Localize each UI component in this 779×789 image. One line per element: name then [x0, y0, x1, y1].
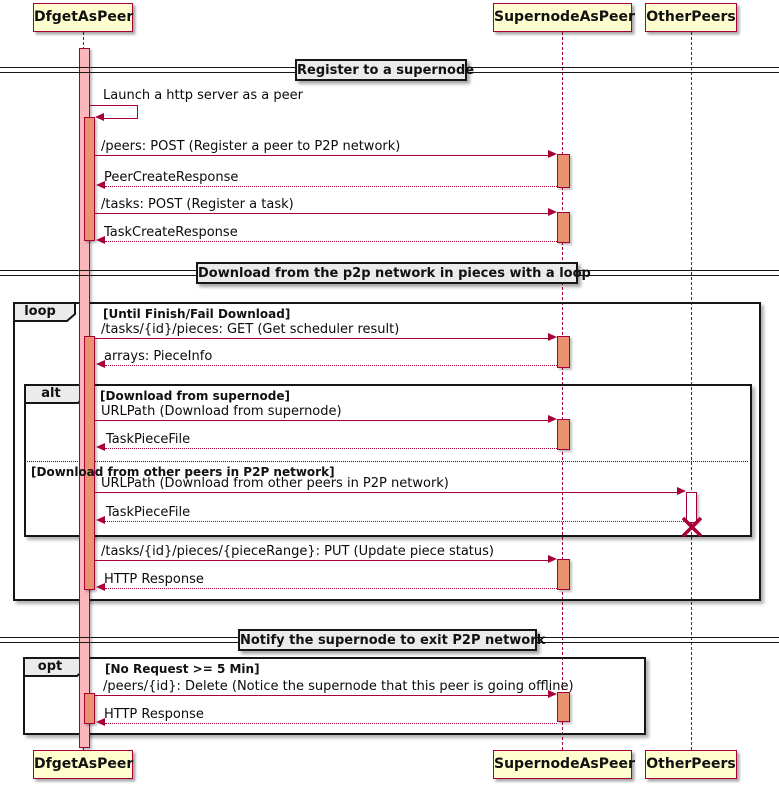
message-label: TaskCreateResponse	[104, 225, 238, 240]
activation-supernode-urlpath	[557, 419, 570, 450]
alt-condition-2: [Download from other peers in P2P networ…	[31, 465, 335, 479]
loop-frame	[13, 302, 761, 601]
divider-download: Download from the p2p network in pieces …	[196, 262, 591, 284]
message-line	[95, 695, 548, 696]
message-line	[95, 213, 548, 214]
arrow-left-icon	[96, 236, 105, 244]
activation-supernode-peers-post	[557, 154, 570, 188]
alt-condition-1: [Download from supernode]	[100, 389, 290, 403]
participant-dfgetaspeer-top: DfgetAsPeer	[33, 3, 133, 32]
activation-dfget-loop	[84, 336, 95, 590]
activation-dfget-opt	[84, 693, 95, 724]
arrow-right-icon	[548, 150, 557, 158]
loop-frame-label: loop	[24, 304, 56, 319]
arrow-left-icon	[96, 181, 105, 189]
alt-frame	[24, 384, 752, 537]
alt-separator	[24, 461, 748, 462]
message-line	[95, 560, 548, 561]
participant-otherpeers-bottom: OtherPeers	[645, 750, 737, 779]
return-line	[105, 521, 686, 522]
arrow-right-icon	[677, 487, 686, 495]
activation-supernode-tasks-post	[557, 212, 570, 243]
participant-supernodeaspeer-bottom: SupernodeAsPeer	[493, 750, 635, 779]
message-line	[95, 492, 677, 493]
participant-supernodeaspeer-top: SupernodeAsPeer	[493, 3, 635, 32]
message-label: TaskPieceFile	[106, 432, 191, 447]
message-label: /tasks: POST (Register a task)	[101, 197, 294, 212]
message-label: URLPath (Download from other peers in P2…	[101, 476, 449, 491]
arrow-right-icon	[548, 690, 557, 698]
return-line	[105, 186, 557, 187]
opt-frame	[23, 657, 646, 735]
divider-notify: Notify the supernode to exit P2P network	[238, 629, 545, 651]
lifeline-supernodeaspeer	[562, 32, 563, 750]
message-label: TaskPieceFile	[106, 505, 191, 520]
loop-frame-header	[13, 302, 76, 322]
activation-supernode-delete	[557, 692, 570, 722]
arrow-left-icon	[96, 360, 105, 368]
return-line	[105, 723, 557, 724]
message-line	[95, 338, 548, 339]
arrow-left-icon	[95, 113, 104, 121]
arrow-right-icon	[548, 415, 557, 423]
arrow-right-icon	[548, 208, 557, 216]
loop-condition: [Until Finish/Fail Download]	[103, 307, 291, 321]
participant-otherpeers-top: OtherPeers	[645, 3, 737, 32]
self-message-line	[104, 118, 138, 119]
return-line	[105, 241, 557, 242]
activation-supernode-get	[557, 336, 570, 368]
message-label: /peers/{id}: Delete (Notice the supernod…	[103, 679, 574, 694]
message-line	[95, 420, 548, 421]
participant-dfgetaspeer-bottom: DfgetAsPeer	[33, 750, 133, 779]
self-message-line	[90, 105, 138, 106]
message-label: /tasks/{id}/pieces: GET (Get scheduler r…	[101, 322, 400, 337]
opt-frame-label: opt	[37, 659, 63, 674]
destroy-x-icon	[681, 516, 703, 538]
divider-register: Register to a supernode	[295, 59, 474, 81]
activation-dfget-register	[84, 117, 95, 241]
message-label: arrays: PieceInfo	[104, 349, 213, 364]
activation-otherpeers	[686, 492, 697, 523]
arrow-left-icon	[96, 583, 105, 591]
self-message-line	[137, 105, 138, 118]
message-label: /peers: POST (Register a peer to P2P net…	[101, 139, 401, 154]
lifeline-otherpeers	[691, 32, 692, 750]
alt-frame-label: alt	[41, 386, 61, 401]
message-line	[95, 155, 548, 156]
arrow-right-icon	[548, 333, 557, 341]
arrow-left-icon	[96, 443, 105, 451]
message-label: /tasks/{id}/pieces/{pieceRange}: PUT (Up…	[101, 544, 494, 559]
arrow-right-icon	[548, 555, 557, 563]
return-line	[105, 365, 557, 366]
message-label: URLPath (Download from supernode)	[101, 404, 342, 419]
message-label: PeerCreateResponse	[104, 170, 239, 185]
arrow-left-icon	[96, 718, 105, 726]
arrow-left-icon	[96, 516, 105, 524]
message-label: Launch a http server as a peer	[103, 88, 303, 103]
message-label: HTTP Response	[104, 572, 204, 587]
opt-condition: [No Request >= 5 Min]	[105, 662, 260, 676]
activation-supernode-put	[557, 559, 570, 590]
return-line	[105, 588, 557, 589]
message-label: HTTP Response	[104, 707, 204, 722]
return-line	[105, 448, 557, 449]
